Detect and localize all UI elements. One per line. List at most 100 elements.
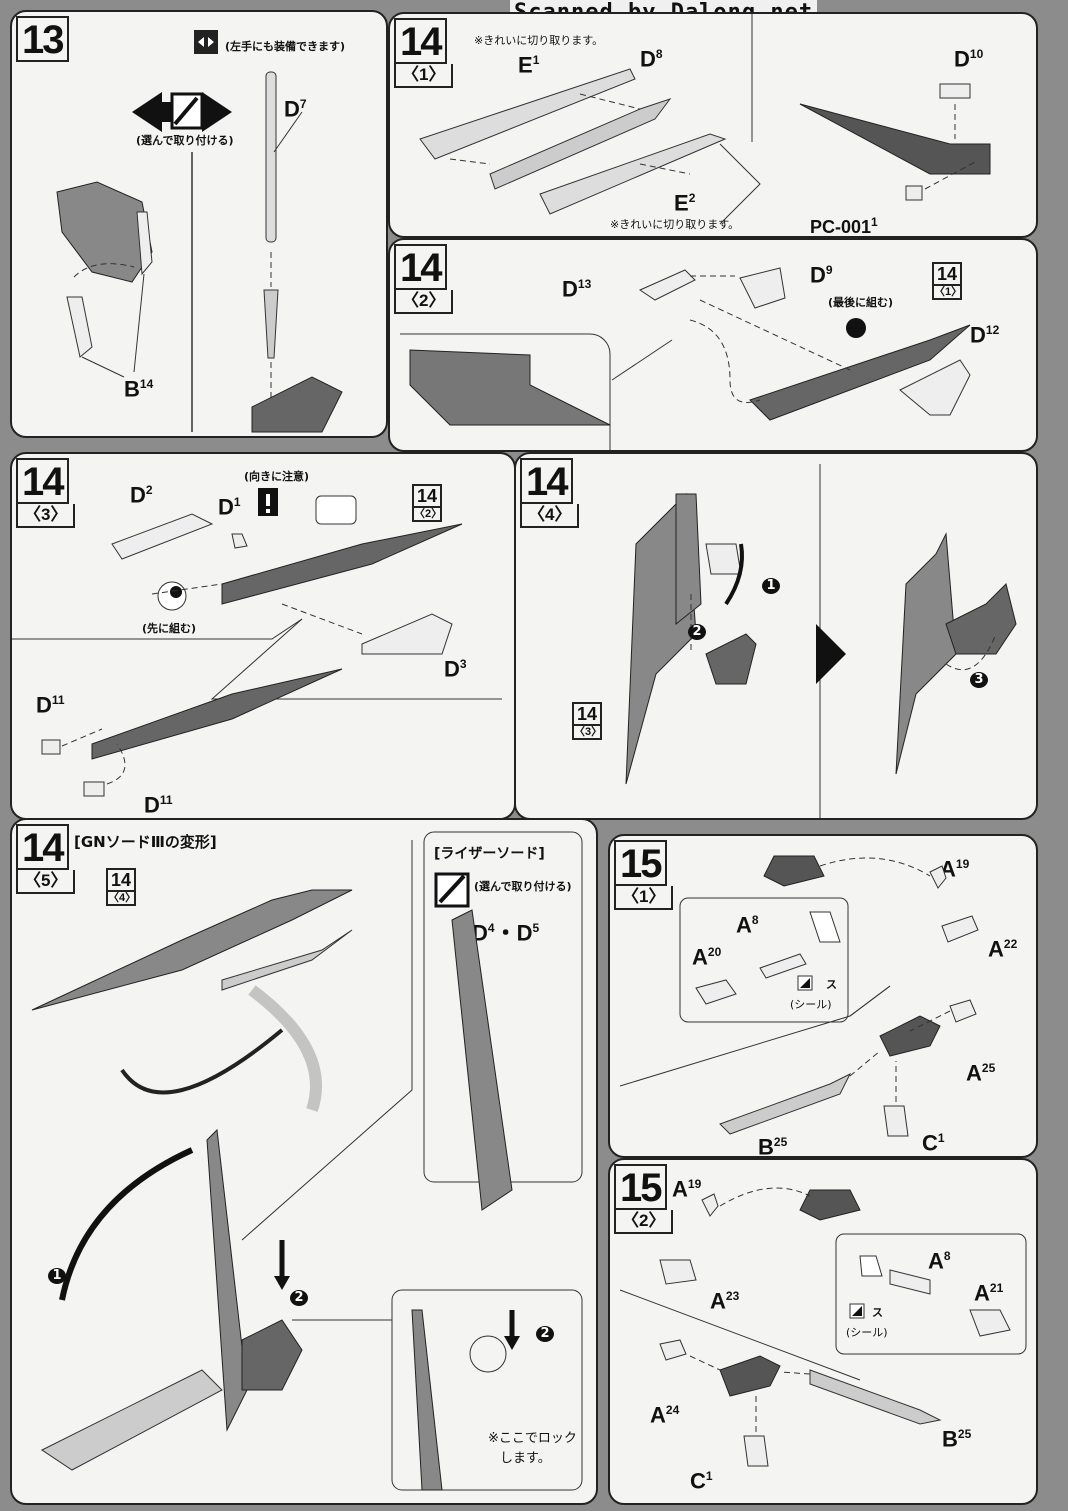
arrow-left-icon — [132, 92, 182, 132]
part-label-c1: C1 — [922, 1130, 945, 1156]
step-number: 14 — [16, 824, 69, 870]
part-label-c1: C1 — [690, 1468, 713, 1494]
step-14-5-panel: 14 〈5〉 [GNソードⅢの変形] 14〈4〉 [ライザーソード] (選んで取… — [10, 818, 598, 1505]
part-label-d9: D9 — [810, 262, 833, 288]
part-label-a8: A8 — [736, 912, 759, 938]
step-14-1-panel: 14 〈1〉 ※きれいに切り取ります。 ※きれいに切り取ります。 E1 D8 E… — [388, 12, 1038, 238]
marker-1: 1 — [48, 1268, 66, 1284]
grip-assembly — [719, 1355, 781, 1397]
detail-box — [679, 897, 849, 1023]
part-label-a24: A24 — [650, 1402, 680, 1428]
part-label-d8: D8 — [640, 46, 663, 72]
step-15-2-panel: 15 〈2〉 (シール) ス A19 A8 A21 A23 A24 B25 C1 — [608, 1158, 1038, 1505]
step-14-2-panel: 14 〈2〉 (最後に組む) 14〈1〉 D13 D9 D12 — [388, 238, 1038, 452]
lock-note-2: します。 — [500, 1451, 551, 1466]
next-arrow-icon — [816, 624, 846, 684]
part-a22 — [941, 915, 979, 943]
step-14-2-artwork — [400, 267, 971, 450]
part-c1 — [883, 1105, 909, 1137]
sword-before — [31, 889, 353, 1011]
sword-assembly — [221, 523, 463, 605]
detail-box — [835, 1233, 1027, 1355]
part-label-pc001: PC-0011 — [810, 215, 878, 237]
part-top — [799, 1189, 861, 1221]
reference-step: 14〈2〉 — [412, 484, 443, 522]
part-label-d2: D2 — [130, 482, 153, 508]
lock-detail-box — [391, 1289, 583, 1491]
step-13-artwork — [56, 30, 343, 433]
part-b25 — [719, 1072, 852, 1135]
substep-number: 〈1〉 — [394, 64, 454, 88]
lock-point-circle — [469, 1335, 507, 1373]
part-a25 — [949, 999, 977, 1023]
part-label-e2: E2 — [674, 190, 696, 216]
part-d1 — [231, 533, 248, 549]
part-d10 — [939, 83, 971, 99]
result-sword — [895, 532, 957, 775]
part-d12 — [899, 359, 971, 416]
riser-blade — [451, 909, 513, 1211]
part-pc001 — [905, 185, 923, 201]
part-label-a20: A20 — [692, 944, 722, 970]
step-number: 14 — [394, 244, 447, 290]
part-label-a8: A8 — [928, 1248, 951, 1274]
rotate-arrow-large-icon — [59, 1147, 194, 1301]
substep-number: 〈2〉 — [614, 1210, 674, 1234]
step-number: 15 — [614, 840, 667, 886]
step-14-1-artwork — [419, 14, 991, 225]
step-number: 14 — [394, 18, 447, 64]
marker-2: 2 — [290, 1290, 308, 1306]
part-label-b25: B25 — [942, 1426, 972, 1452]
arm-part — [56, 181, 153, 283]
part-label-d10: D10 — [954, 46, 984, 72]
assemble-first-note: (先に組む) — [142, 622, 197, 635]
part-d11a — [41, 739, 61, 755]
part-label-d12: D12 — [970, 322, 1000, 348]
part-d11b — [83, 781, 105, 797]
part-label-a21: A21 — [974, 1280, 1004, 1306]
rotate-arrow-icon — [724, 543, 744, 606]
step-number: 14 — [520, 458, 573, 504]
part-a19 — [701, 1193, 719, 1217]
part-a21 — [969, 1309, 1011, 1337]
marker-2b: 2 — [536, 1326, 554, 1342]
part-a19 — [929, 865, 947, 889]
part-c1 — [743, 1435, 769, 1467]
sword-assembly — [749, 324, 971, 421]
part-label-d7: D7 — [284, 96, 307, 122]
cut-note-top: ※きれいに切り取ります。 — [474, 34, 604, 47]
part-d8 — [489, 98, 672, 190]
choose-note: (選んで取り付ける) — [136, 134, 234, 147]
part-label-e1: E1 — [518, 52, 540, 78]
part-a20 — [695, 979, 737, 1005]
part-top — [763, 855, 825, 887]
substep-number: 〈1〉 — [614, 886, 674, 910]
transform-title: [GNソードⅢの変形] — [74, 833, 217, 851]
part-label-b25: B25 — [758, 1134, 788, 1158]
part-a24 — [659, 1339, 687, 1361]
part-e2 — [539, 133, 727, 215]
orientation-note: (向きに注意) — [244, 470, 310, 483]
part-label-d3: D3 — [444, 656, 467, 682]
substep-number: 〈5〉 — [16, 870, 76, 894]
reference-step: 14〈4〉 — [106, 868, 137, 906]
part-label-a23: A23 — [710, 1288, 740, 1314]
part-label-d11b: D11 — [144, 792, 173, 818]
sticker-code: ス — [826, 978, 837, 991]
marker-1: 1 — [762, 578, 780, 594]
step-number: 14 — [16, 458, 69, 504]
step-14-3-panel: 14 〈3〉 (向きに注意) (先に組む) 14〈2〉 D2 D1 D3 D11… — [10, 452, 516, 820]
part-d3 — [361, 613, 453, 655]
part-d9 — [739, 267, 786, 309]
reference-step: 14〈3〉 — [572, 702, 603, 740]
part-label-a25: A25 — [966, 1060, 996, 1086]
step-14-3-artwork — [12, 488, 502, 797]
zoom-detail — [409, 349, 611, 426]
step-13-panel: 13 (左手にも装備できます) (選んで取り付ける) D7 B14 — [10, 10, 388, 438]
step-14-5-artwork — [31, 831, 583, 1491]
hand-part — [251, 376, 343, 433]
part-b25 — [809, 1369, 942, 1425]
orientation-detail — [315, 495, 357, 525]
part-a8 — [759, 953, 807, 979]
